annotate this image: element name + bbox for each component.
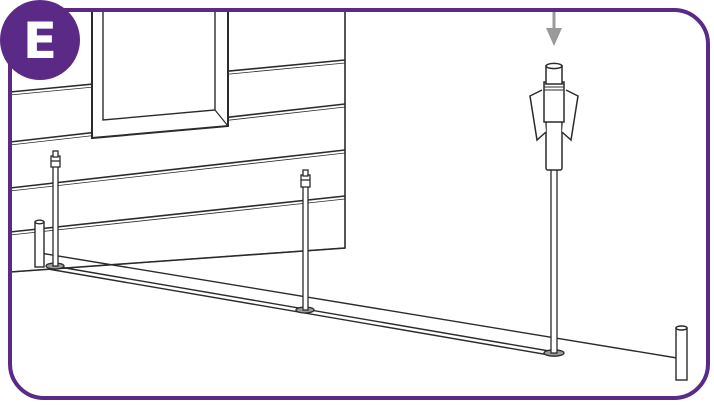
scene — [10, 10, 688, 381]
corner-stake-left — [34, 219, 45, 268]
step-badge: E — [0, 0, 80, 80]
corner-stake-right — [675, 325, 688, 381]
window — [91, 10, 229, 140]
frame-border — [8, 8, 710, 400]
fence-post-1 — [45, 150, 65, 270]
down-arrow-icon — [546, 10, 562, 46]
fence-post-2 — [295, 169, 315, 314]
post-driver-icon — [529, 62, 579, 171]
step-label: E — [23, 12, 57, 70]
